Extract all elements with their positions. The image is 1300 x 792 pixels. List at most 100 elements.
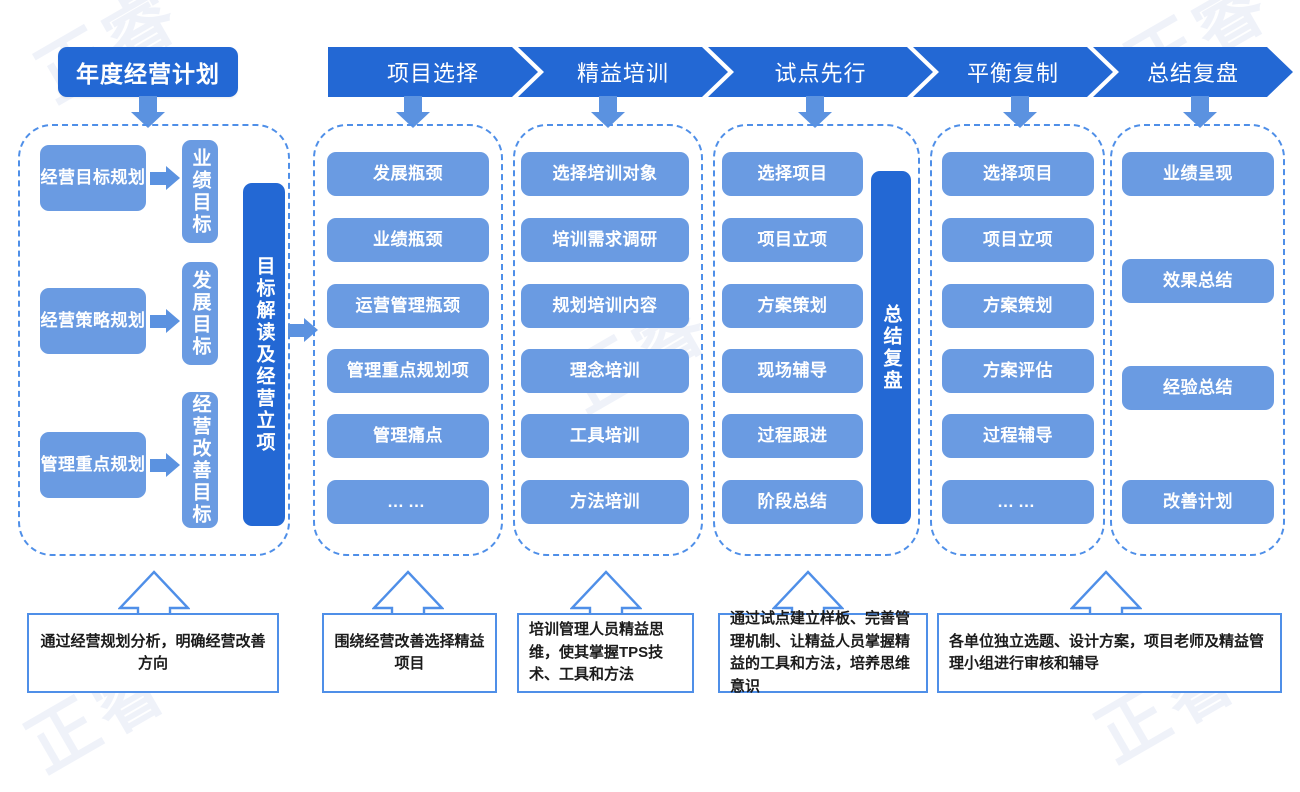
item-box[interactable]: 选择培训对象 [521,152,689,196]
item-box[interactable]: 改善计划 [1122,480,1274,524]
item-box[interactable]: 方法培训 [521,480,689,524]
item-box[interactable]: 发展瓶颈 [327,152,489,196]
item-box-label: 现场辅导 [757,361,828,381]
goal-box-label: 业绩目标 [189,147,211,236]
item-box-label: …… [997,492,1039,512]
item-box-label: 业绩呈现 [1163,164,1233,184]
goal-box-label: 经营改善目标 [189,394,211,526]
item-box[interactable]: 过程辅导 [942,414,1094,458]
item-box[interactable]: 选择项目 [942,152,1094,196]
item-box-label: 阶段总结 [757,492,828,512]
column-lean-training [513,124,703,556]
item-box-label: 运营管理瓶颈 [355,296,461,316]
summary-review-bar[interactable]: 总结复盘 [871,171,911,524]
phase-header-label: 项目选择 [386,61,479,86]
item-box-label: 改善计划 [1163,492,1233,512]
annual-plan-title-label: 年度经营计划 [76,61,220,87]
caption-text: 培训管理人员精益思维，使其掌握TPS技术、工具和方法 [529,621,665,684]
item-box-label: 经验总结 [1163,378,1233,398]
item-box[interactable]: 过程跟进 [722,414,863,458]
item-box-label: 选择培训对象 [552,164,658,184]
goal-box[interactable]: 业绩目标 [182,140,218,243]
item-box[interactable]: 业绩呈现 [1122,152,1274,196]
item-box-label: 选择项目 [757,164,828,184]
plan-box[interactable]: 管理重点规划 [40,432,146,498]
item-box[interactable]: 工具培训 [521,414,689,458]
item-box[interactable]: 项目立项 [722,218,863,262]
right-arrow-icon [150,309,180,333]
item-box[interactable]: 项目立项 [942,218,1094,262]
item-box[interactable]: …… [942,480,1094,524]
phase-header-project-selection[interactable]: 项目选择 [328,47,538,97]
phase-header-balanced-replication[interactable]: 平衡复制 [913,47,1113,97]
item-box-label: 过程辅导 [983,426,1053,446]
item-box[interactable]: 运营管理瓶颈 [327,284,489,328]
goal-interpretation-bar-label: 目标解读及经营立项 [253,255,275,454]
item-box[interactable]: …… [327,480,489,524]
annual-plan-title: 年度经营计划 [58,47,238,97]
caption-box: 通过试点建立样板、完善管理机制、让精益人员掌握精益的工具和方法，培养思维意识 [718,610,928,695]
item-box[interactable]: 业绩瓶颈 [327,218,489,262]
item-box-label: 方案评估 [983,361,1053,381]
item-box[interactable]: 管理重点规划项 [327,349,489,393]
goal-box-label: 发展目标 [189,269,211,358]
item-box[interactable]: 培训需求调研 [521,218,689,262]
item-box-label: 工具培训 [570,426,640,446]
phase-header-label: 试点先行 [774,61,867,86]
column-annual-plan [18,124,290,556]
item-box[interactable]: 经验总结 [1122,366,1274,410]
caption-box: 围绕经营改善选择精益项目 [322,613,497,693]
item-box-label: 管理痛点 [373,426,443,446]
item-box-label: 理念培训 [570,361,640,381]
item-box-label: 方案策划 [757,296,828,316]
item-box[interactable]: 选择项目 [722,152,863,196]
phase-header-label: 精益培训 [576,61,669,86]
item-box[interactable]: 规划培训内容 [521,284,689,328]
column-balanced-replication [930,124,1105,556]
phase-header-lean-training[interactable]: 精益培训 [518,47,728,97]
item-box-label: 方案策划 [983,296,1053,316]
plan-box[interactable]: 经营策略规划 [40,288,146,354]
column-project-selection [313,124,503,556]
column-pilot-first [713,124,920,556]
item-box-label: 方法培训 [570,492,640,512]
goal-box[interactable]: 发展目标 [182,262,218,365]
caption-text: 通过试点建立样板、完善管理机制、让精益人员掌握精益的工具和方法，培养思维意识 [730,610,911,695]
phase-header-pilot-first[interactable]: 试点先行 [708,47,933,97]
plan-box-label: 经营目标规划 [40,168,146,188]
caption-box: 通过经营规划分析，明确经营改善方向 [27,613,279,693]
item-box-label: 发展瓶颈 [373,164,443,184]
item-box[interactable]: 理念培训 [521,349,689,393]
item-box[interactable]: 方案策划 [942,284,1094,328]
right-arrow-icon [150,453,180,477]
caption-text: 围绕经营改善选择精益项目 [334,632,485,673]
item-box-label: 管理重点规划项 [346,361,470,381]
item-box[interactable]: 管理痛点 [327,414,489,458]
item-box[interactable]: 方案策划 [722,284,863,328]
caption-text: 各单位独立选题、设计方案，项目老师及精益管理小组进行审核和辅导 [949,632,1265,673]
item-box-label: 效果总结 [1163,271,1233,291]
caption-text: 通过经营规划分析，明确经营改善方向 [40,632,266,673]
phase-header-label: 总结复盘 [1146,61,1239,86]
caption-box: 培训管理人员精益思维，使其掌握TPS技术、工具和方法 [517,613,694,693]
plan-box-label: 经营策略规划 [40,311,146,331]
summary-review-bar-label: 总结复盘 [880,303,902,392]
plan-box[interactable]: 经营目标规划 [40,145,146,211]
plan-box-label: 管理重点规划 [40,455,146,475]
item-box-label: 项目立项 [983,230,1053,250]
item-box[interactable]: 阶段总结 [722,480,863,524]
caption-box: 各单位独立选题、设计方案，项目老师及精益管理小组进行审核和辅导 [937,613,1282,693]
phase-header-summary-review[interactable]: 总结复盘 [1093,47,1293,97]
goal-box[interactable]: 经营改善目标 [182,392,218,528]
item-box[interactable]: 方案评估 [942,349,1094,393]
item-box-label: 项目立项 [757,230,828,250]
item-box[interactable]: 效果总结 [1122,259,1274,303]
item-box-label: …… [387,492,429,512]
goal-interpretation-bar[interactable]: 目标解读及经营立项 [243,183,285,526]
item-box[interactable]: 现场辅导 [722,349,863,393]
column-summary-review [1110,124,1285,556]
item-box-label: 业绩瓶颈 [373,230,443,250]
diagram-canvas: 正睿 正睿 正睿 正睿 正睿 年度经营计划 项目选择 精益培训 试点先行 平衡复… [13,0,1300,787]
phase-header-label: 平衡复制 [966,61,1059,86]
right-arrow-icon [150,166,180,190]
